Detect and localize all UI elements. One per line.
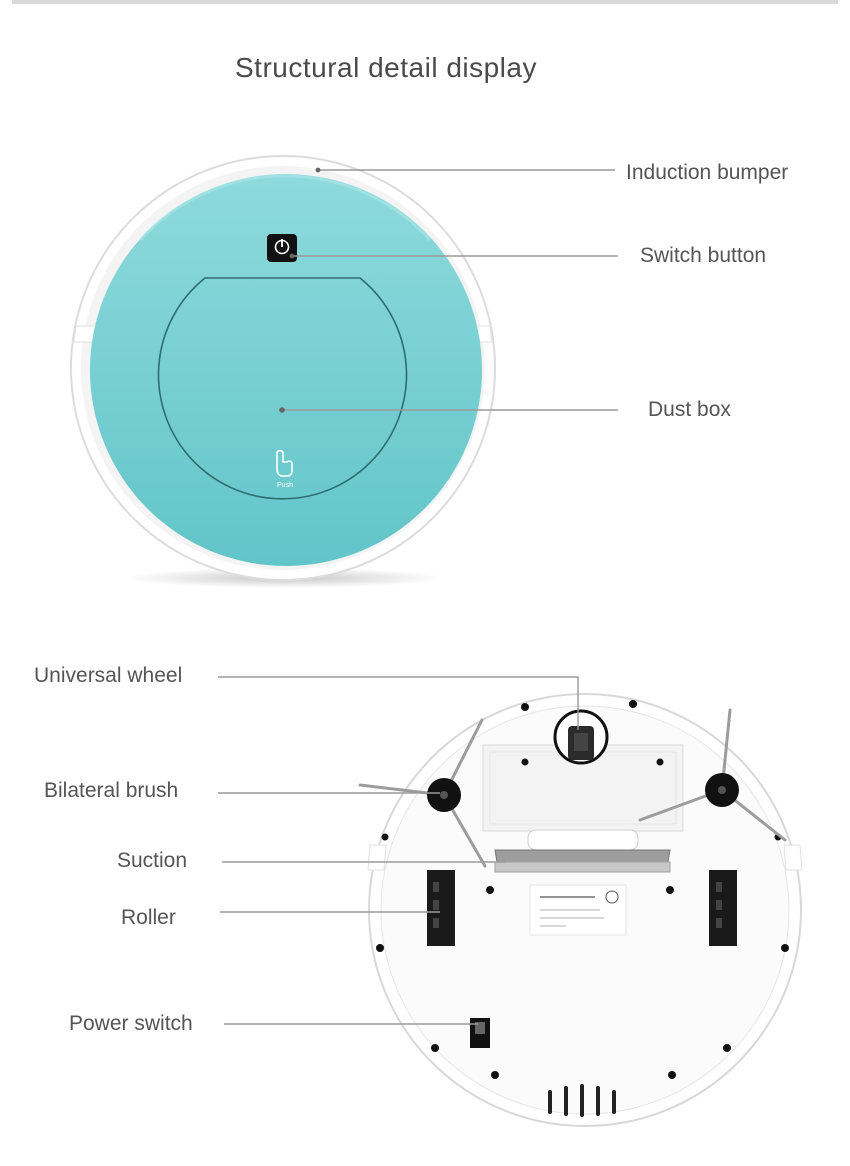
suction-port[interactable] [494,849,671,863]
label-bilateral-brush: Bilateral brush [44,779,179,802]
exhaust-vents [548,1084,616,1117]
push-text: Push [277,482,293,489]
label-suction: Suction [117,849,188,872]
label-switch-button: Switch button [640,244,767,267]
bilateral-brush-right[interactable] [638,708,787,842]
label-dust-box: Dust box [648,398,731,421]
suction-handle [527,829,639,851]
top-view-robot: Push [70,155,496,588]
roller-grooves [433,882,722,928]
bottom-view-robot [358,693,803,1127]
page-title: Structural detail display [235,52,537,83]
screw-holes [376,700,789,1079]
bottom-leader-lines [218,676,579,1025]
spec-sticker [529,884,627,936]
top-lid [90,174,482,566]
lid-highlight [138,174,432,242]
bottom-notch-right [783,844,803,871]
leader-universal-wheel [218,676,579,730]
power-button-icon[interactable] [267,234,297,262]
label-power-switch: Power switch [69,1012,193,1035]
top-divider [12,0,838,4]
label-induction-bumper: Induction bumper [626,161,789,184]
dust-box-outline [157,277,408,500]
label-universal-wheel: Universal wheel [34,664,183,687]
bottom-notch-left [367,844,387,871]
label-roller: Roller [121,906,176,929]
roller-right[interactable] [709,870,737,946]
top-leader-lines [279,167,618,413]
push-hand-icon [276,449,293,477]
roller-left[interactable] [427,870,455,946]
